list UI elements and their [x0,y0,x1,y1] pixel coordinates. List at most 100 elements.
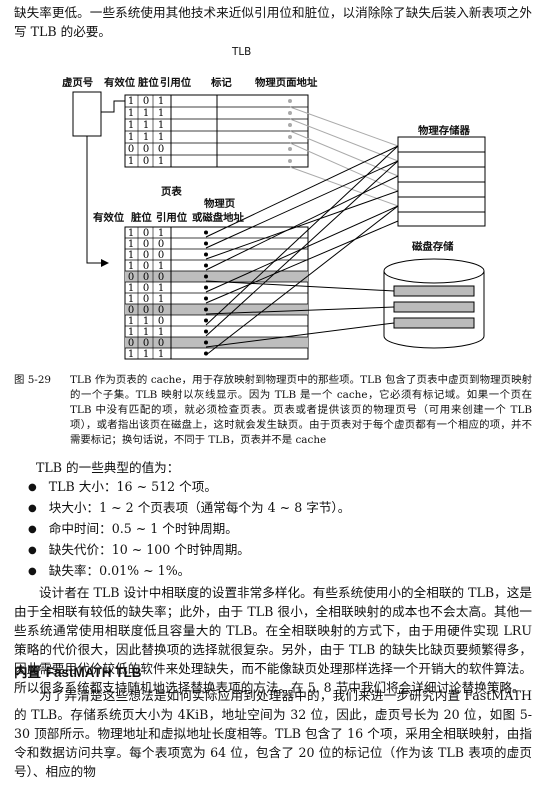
pt-pointer-dot [204,230,208,235]
pt-bit-cell: 0 [158,316,164,327]
pt-invalid-row-shade [125,337,308,348]
design-paragraph: 设计者在 TLB 设计中相联度的设置非常多样化。有些系统使用小的全相联的 TLB… [14,585,532,695]
pt-bit-cell: 1 [128,239,134,250]
caption-number: 图 5-29 [14,374,52,386]
tlb-title: TLB [232,46,252,58]
pt-header-phys-page: 物理页 [204,198,236,210]
pt-bit-cell: 0 [158,305,164,316]
tlb-bit-cell: 1 [143,108,149,119]
tlb-bit-cell: 1 [128,96,134,107]
pt-bit-cell: 1 [128,228,134,239]
pt-bit-cell: 0 [128,272,134,283]
tlb-bit-cell: 1 [158,156,164,167]
disk-storage [383,258,485,349]
tlb-header-virtual-page: 虚页号 [62,77,94,89]
list-item: 缺失代价：10 ~ 100 个时钟周期。 [28,539,350,560]
pt-pointer-dot [204,318,208,323]
pt-header-dirty: 脏位 [131,212,152,224]
disk-label: 磁盘存储 [412,241,454,253]
tlb-pointer-dot [288,123,292,127]
tlb-pointer-dot [288,159,292,163]
pt-header-disk-addr: 或磁盘地址 [192,212,244,224]
pt-bit-cell: 0 [143,239,149,250]
tlb-bit-cell: 1 [158,120,164,131]
pt-bit-cell: 1 [158,349,164,360]
tlb-header-valid: 有效位 [104,77,136,89]
tlb-header-tag: 标记 [211,77,232,89]
pt-bit-cell: 1 [128,261,134,272]
list-item: 缺失率：0.01% ~ 1%。 [28,560,350,581]
pt-bit-cell: 0 [128,338,134,349]
tlb-header-phys-addr: 物理页面地址 [255,77,318,89]
tlb-bit-cell: 0 [143,144,149,155]
pt-bit-cell: 1 [128,294,134,305]
pt-invalid-row-shade [125,271,308,282]
pt-bit-cell: 0 [143,250,149,261]
pt-pointer-dot [204,274,208,279]
pt-bit-cell: 0 [158,272,164,283]
pt-pointer-dot [204,296,208,301]
tlb-bit-cell: 1 [158,132,164,143]
pt-pointer-dot [204,285,208,290]
pt-bit-cell: 1 [143,316,149,327]
pt-bit-cell: 1 [143,349,149,360]
page-table-title: 页表 [161,186,182,198]
tlb-mapping-lines [289,106,399,207]
section-title-cn: 内置 [14,665,46,681]
tlb-pointer-dot [288,135,292,139]
pt-bit-cell: 0 [143,272,149,283]
physical-memory [397,136,486,227]
tlb-bit-cell: 1 [143,120,149,131]
pt-bit-cell: 0 [143,338,149,349]
tlb-bit-cell: 1 [128,156,134,167]
pt-pointer-dot [204,307,208,312]
pt-header-valid: 有效位 [93,212,125,224]
pt-bit-cell: 1 [158,228,164,239]
page-table-arrows [205,145,399,356]
tlb-pointer-dot [288,147,292,151]
pt-pointer-dot [204,241,208,246]
pt-bit-cell: 0 [128,305,134,316]
pt-pointer-dot [204,252,208,257]
pt-bit-cell: 1 [158,261,164,272]
pt-bit-cell: 1 [158,294,164,305]
top-paragraph: 缺失率更低。一些系统使用其他技术来近似引用位和脏位，以消除除了缺失后装入新表项之… [14,5,532,39]
pt-bit-cell: 1 [128,327,134,338]
pt-bit-cell: 0 [143,305,149,316]
pt-bit-cell: 0 [158,338,164,349]
caption-text: TLB 作为页表的 cache，用于存放映射到物理页中的那些项。TLB 包含了页… [70,374,532,446]
tlb-bit-cell: 1 [158,108,164,119]
bottom-paragraph: 为了弄清楚这些想法是如何实际应用到处理器中的，我们来进一步研究内置 FastMA… [14,688,532,779]
pt-invalid-row-shade [125,304,308,315]
tlb-bit-cell: 0 [143,96,149,107]
pt-bit-cell: 0 [143,228,149,239]
list-item: TLB 大小：16 ~ 512 个项。 [28,476,350,497]
list-item: 块大小：1 ~ 2 个页表项（通常每个为 4 ~ 8 字节）。 [28,497,351,518]
pt-bit-cell: 1 [158,327,164,338]
pt-pointer-dot [204,329,208,334]
tlb-pointer-dot [288,111,292,115]
tlb-header-ref: 引用位 [160,77,192,89]
pt-bit-cell: 1 [128,316,134,327]
virtual-page-box [72,91,102,137]
figure-caption: 图 5-29 TLB 作为页表的 cache，用于存放映射到物理页中的那些项。T… [14,373,532,448]
pt-bit-cell: 1 [158,283,164,294]
pt-pointer-dot [204,340,208,345]
tlb-bit-cell: 1 [128,132,134,143]
tlb-bit-cell: 0 [158,144,164,155]
pt-bit-cell: 0 [143,261,149,272]
tlb-pointer-dot [288,99,292,103]
tlb-bit-cell: 1 [158,96,164,107]
pt-bit-cell: 1 [128,349,134,360]
pt-header-ref: 引用位 [156,212,188,224]
section-title-en: FastMATH TLB [45,665,142,680]
pt-bit-cell: 0 [158,239,164,250]
pt-bit-cell: 0 [143,283,149,294]
pt-bit-cell: 1 [128,283,134,294]
pt-bit-cell: 0 [143,294,149,305]
tlb-bit-cell: 0 [128,144,134,155]
values-intro: TLB 的一些典型的值为： [36,460,180,475]
